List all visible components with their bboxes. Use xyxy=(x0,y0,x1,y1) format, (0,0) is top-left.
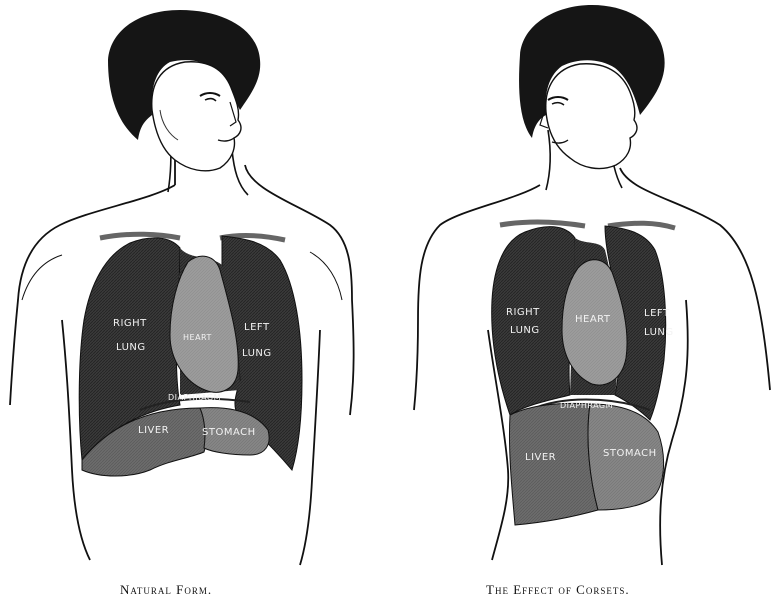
label-right-lung-line2: LUNG xyxy=(116,342,146,353)
label-diaphragm: DIAPHRAGM xyxy=(560,401,613,410)
label-left-lung-line1: LEFT xyxy=(244,322,270,333)
label-right-lung-line2: LUNG xyxy=(510,325,540,336)
label-heart: HEART xyxy=(575,314,611,325)
face-right xyxy=(546,64,637,169)
label-right-lung-line1: RIGHT xyxy=(113,318,147,329)
label-heart: HEART xyxy=(183,333,212,342)
label-left-lung-line2: LUNG xyxy=(644,327,674,338)
figure-corseted xyxy=(414,5,770,565)
label-stomach: STOMACH xyxy=(202,427,256,438)
label-left-lung-line2: LUNG xyxy=(242,348,272,359)
label-stomach: STOMACH xyxy=(603,448,657,459)
caption-effect-of-corsets: The Effect of Corsets. xyxy=(486,582,630,598)
label-right-lung-line1: RIGHT xyxy=(506,307,540,318)
label-diaphragm: DIAPHRAGM xyxy=(168,393,221,402)
label-liver: LIVER xyxy=(525,452,556,463)
label-liver: LIVER xyxy=(138,425,169,436)
label-left-lung-line1: LEFT xyxy=(644,308,670,319)
caption-natural-form: Natural Form. xyxy=(120,582,212,598)
liver-right xyxy=(509,403,598,525)
figure-natural-form xyxy=(10,10,354,565)
